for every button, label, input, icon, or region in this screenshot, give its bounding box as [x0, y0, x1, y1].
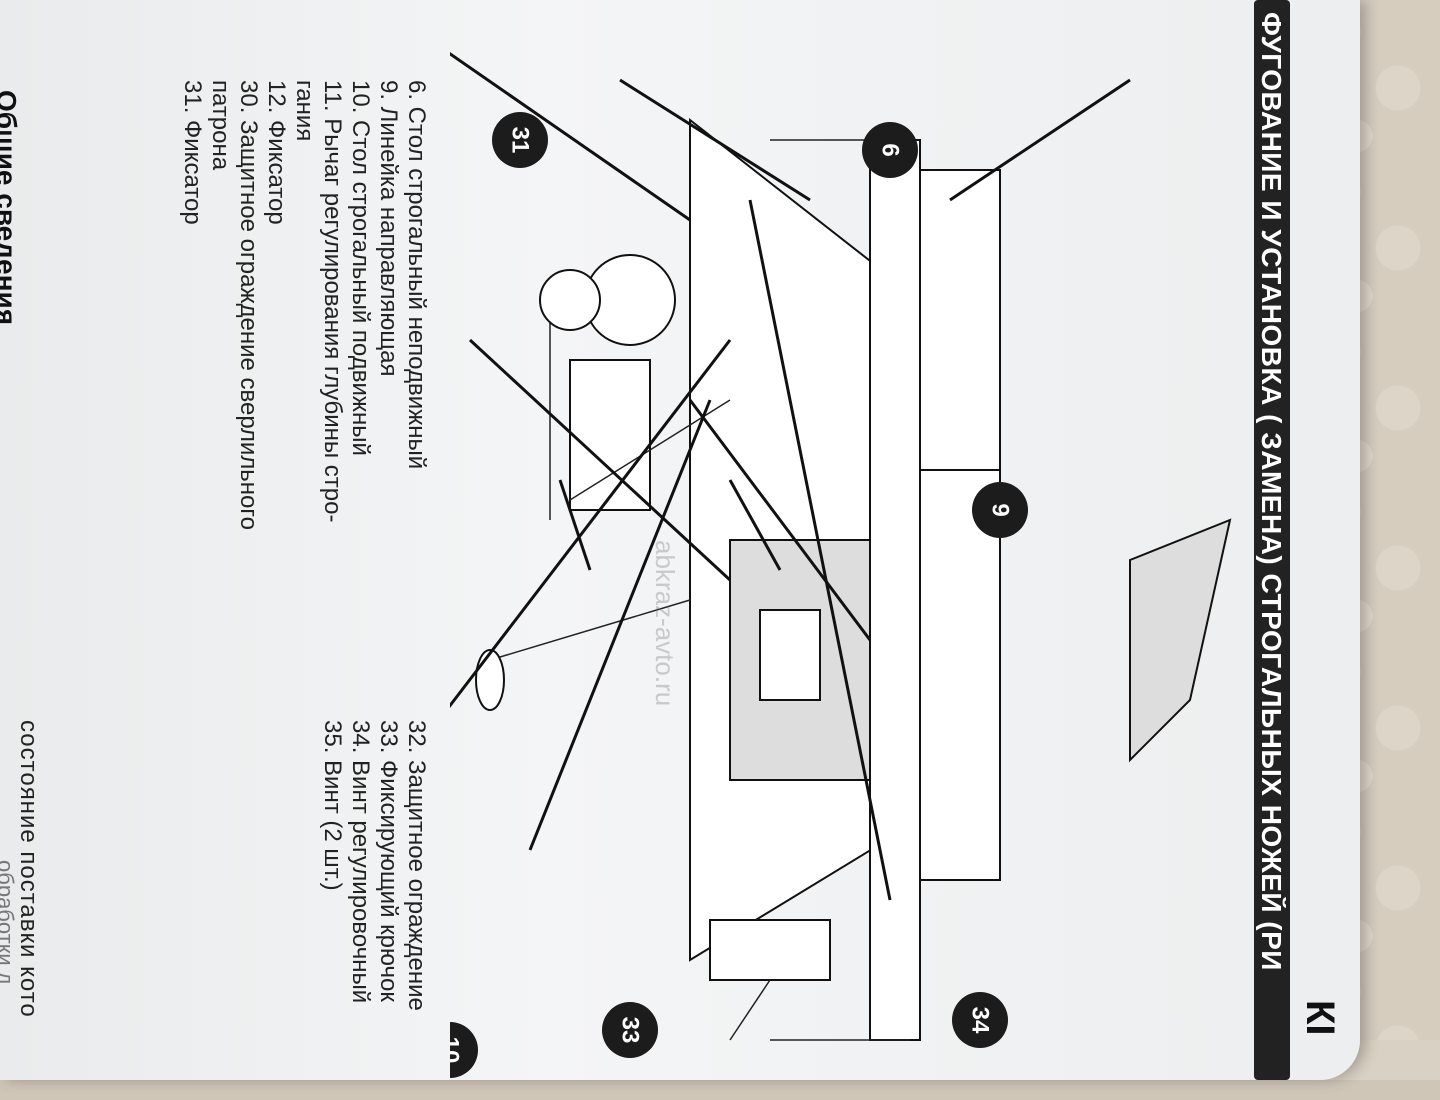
plug-housing [709, 919, 831, 981]
planer-machine-drawing [475, 117, 1232, 1041]
legend-item-35: 35. Винт (2 шт.) [319, 720, 346, 891]
leader-34 [949, 78, 1131, 202]
svg-text:34: 34 [967, 1007, 994, 1034]
callout-33: 33 [602, 1002, 658, 1058]
legend-item-10: 10. Стол строгальный подвижный [347, 80, 374, 456]
lever-grip [475, 649, 505, 711]
legend-item-11: 11. Рычаг регулирования глубины стро- [319, 80, 346, 523]
legend-item-11-cont: гания [291, 80, 318, 142]
manual-page: КІ ФУГОВАНИЕ И УСТАНОВКА ( ЗАМЕНА) СТРОГ… [0, 0, 1360, 1080]
legend-item-30-cont: патрона [207, 80, 234, 171]
svg-text:6: 6 [877, 143, 904, 156]
callout-34: 34 [952, 992, 1008, 1048]
legend-list-left: 6. Стол строгальный неподвижный 9. Линей… [178, 80, 430, 600]
leader-30 [450, 339, 732, 811]
leader-35 [728, 479, 782, 571]
legend-item-31: 31. Фиксатор [179, 80, 206, 225]
svg-text:9: 9 [987, 503, 1014, 516]
legend-item-30: 30. Защитное ограждение сверлильного [235, 80, 262, 530]
legend-list-right: 32. Защитное ограждение 33. Фиксирующий … [318, 720, 430, 1100]
leader-31 [528, 399, 712, 851]
leader-12 [558, 479, 592, 571]
body-text-fragment: состояние поставки кото [15, 720, 42, 1018]
legend-item-6: 6. Стол строгальный неподвижный [403, 80, 430, 470]
leader-11 [468, 338, 732, 582]
leader-33 [619, 78, 811, 202]
leader-10 [450, 38, 691, 222]
fence-rail [869, 139, 921, 1041]
planer-diagram: 9 6 31 30 34 33 [450, 38, 1232, 1078]
general-info-heading: Общие сведения [0, 90, 22, 326]
power-cord [729, 979, 771, 1041]
switch-box [759, 609, 821, 701]
callout-leaders [450, 38, 1131, 901]
body-text-fragment-partial: обработки д [0, 860, 18, 985]
watermark: abkraz-avto.ru [650, 540, 680, 707]
callout-6: 6 [862, 122, 918, 178]
side-lever [489, 599, 691, 661]
section-title-fragment: КІ [1298, 1000, 1342, 1036]
legend-item-34: 34. Винт регулировочный [347, 720, 374, 1004]
outfeed-table [919, 469, 1001, 881]
legend-item-12: 12. Фиксатор [263, 80, 290, 225]
legend-item-9: 9. Линейка направляющая [375, 80, 402, 377]
dust-chute [1129, 518, 1232, 763]
svg-text:33: 33 [617, 1017, 644, 1044]
callout-10: 10 [450, 1022, 478, 1078]
legend-item-32: 32. Защитное ограждение [403, 720, 430, 1011]
svg-text:31: 31 [507, 127, 534, 154]
infeed-table [919, 169, 1001, 471]
leader-6 [748, 199, 892, 901]
chuck-disc [539, 269, 601, 331]
drill-chuck-guard [569, 359, 651, 511]
callout-31: 31 [492, 112, 548, 168]
leader-9 [688, 399, 872, 641]
legend-item-33: 33. Фиксирующий крючок [375, 720, 402, 1002]
callout-9: 9 [972, 482, 1028, 538]
svg-text:10: 10 [450, 1037, 464, 1064]
section-heading: ФУГОВАНИЕ И УСТАНОВКА ( ЗАМЕНА) СТРОГАЛЬ… [1256, 12, 1286, 971]
